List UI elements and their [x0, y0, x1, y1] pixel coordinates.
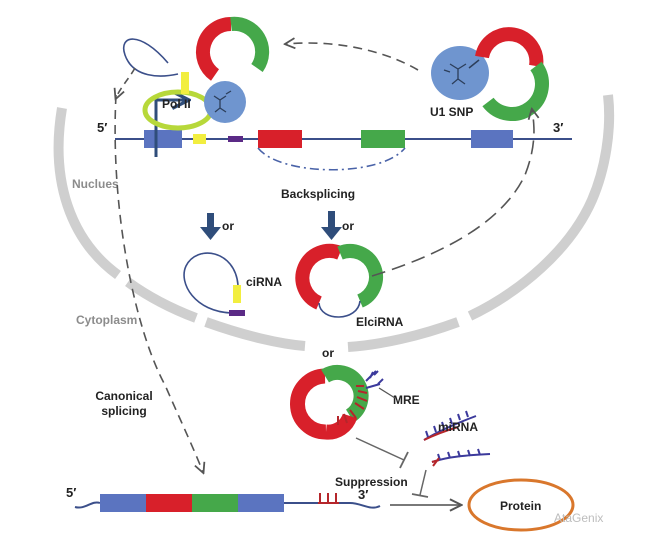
mrna-exon-red — [146, 494, 192, 512]
membrane-right — [467, 94, 615, 321]
mrna-3utr — [284, 502, 381, 509]
sponge-green — [321, 364, 369, 423]
pol2-label: Pol II — [162, 97, 191, 111]
mirna-inhibit-bar — [411, 493, 429, 498]
exon-blue-2 — [471, 130, 513, 148]
mre-pointer — [378, 387, 396, 399]
three-prime-bottom-label: 3′ — [358, 487, 368, 502]
pol2-complex: Pol II — [122, 38, 246, 131]
sponge-inhibit-line — [355, 437, 405, 461]
circ-top-green — [230, 16, 270, 73]
u1-link — [468, 59, 480, 69]
cirna-yellow — [233, 285, 241, 303]
elcirna-green — [337, 244, 383, 308]
mrna-exon-blue-2 — [238, 494, 284, 512]
mirna-label: miRNA — [438, 420, 478, 434]
cirna: ciRNA — [183, 252, 282, 316]
mrna-mre — [318, 493, 339, 504]
protein-ellipse — [467, 478, 575, 532]
u1snp-label: U1 SNP — [430, 105, 473, 119]
exon-red-top — [258, 130, 302, 148]
snrna-glyph-right — [443, 63, 467, 85]
sponge-red — [290, 368, 327, 440]
cirna-label: ciRNA — [246, 275, 282, 289]
five-prime-bottom-label: 5′ — [66, 485, 76, 500]
backsplice-path — [257, 147, 406, 171]
u1-circ-green — [482, 61, 549, 121]
u1-to-pol-arrow — [286, 43, 419, 71]
mrna-5utr — [74, 501, 101, 509]
mre-label: MRE — [393, 393, 420, 407]
snrna-glyph-left — [213, 90, 232, 113]
mre-sites — [337, 385, 368, 425]
watermark-text: AtaGenix — [554, 511, 603, 525]
canonical-label-line1: Canonical — [95, 389, 152, 403]
elcirna-intron — [318, 300, 361, 318]
three-prime-top-label: 3′ — [553, 120, 563, 135]
arrow-left-down — [200, 213, 221, 240]
intron-purple-top — [228, 136, 243, 142]
snp-blob-left — [204, 81, 246, 123]
or-center-label: or — [322, 346, 334, 360]
circrna-top — [196, 16, 270, 81]
or-left-label: or — [222, 219, 234, 233]
elcirna-red — [295, 243, 343, 310]
elcirna-label: ElciRNA — [356, 315, 404, 329]
canonical-label-line2: splicing — [101, 404, 146, 418]
exon-green-top — [361, 130, 405, 148]
free-mirna-1 — [423, 410, 477, 441]
nuclear-membrane — [53, 94, 615, 352]
intron-yellow-top — [193, 134, 206, 144]
membrane-left-mid — [125, 277, 198, 323]
backsplicing-label: Backsplicing — [281, 187, 355, 201]
elcirna-to-u1-arrow — [371, 110, 534, 277]
mrna-exon-blue-1 — [100, 494, 146, 512]
intron-loop-top — [122, 38, 179, 77]
circrna-sponge: MRE — [290, 364, 420, 440]
free-mirna-2 — [431, 448, 491, 467]
u1snp-blob — [431, 46, 489, 100]
arrow-right-down — [321, 211, 342, 240]
mirna-inhibit-line — [419, 469, 427, 496]
u1-circ-red — [475, 27, 544, 68]
cytoplasm-label: Cytoplasm — [76, 313, 137, 327]
protein-label: Protein — [500, 499, 541, 513]
gene-top: 5′ 3′ — [97, 120, 572, 171]
mrna-exon-green — [192, 494, 238, 512]
suppression-label: Suppression — [335, 475, 408, 489]
sponge-red-2 — [325, 413, 358, 440]
u1snp-complex: U1 SNP — [430, 27, 549, 121]
elcirna: ElciRNA — [295, 243, 404, 329]
exon-blue-1 — [144, 130, 182, 148]
transcription-start-arrow — [154, 100, 187, 157]
circ-top-red — [196, 17, 232, 81]
bound-mirna — [365, 370, 384, 389]
canonical-upstream-arrow — [116, 67, 136, 98]
or-right-label: or — [342, 219, 354, 233]
canonical-splicing-arrow — [114, 94, 203, 472]
nucleus-label: Nuclues — [72, 177, 119, 191]
intron-yellow-loop — [181, 72, 189, 94]
cirna-purple — [229, 310, 245, 316]
sponge-inhibit-bar — [399, 451, 409, 469]
membrane-left-upper — [53, 107, 121, 280]
cirna-loop — [183, 252, 239, 314]
membrane-right-low — [347, 317, 460, 352]
mrna-bottom: 5′ 3′ — [66, 485, 381, 512]
membrane-left-low — [204, 317, 306, 351]
five-prime-top-label: 5′ — [97, 120, 107, 135]
